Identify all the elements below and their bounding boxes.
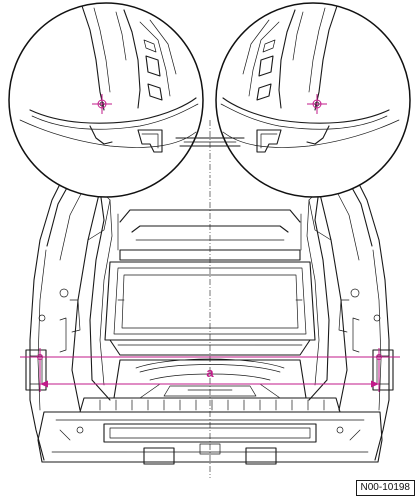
- detail-callout-left: [8, 2, 204, 198]
- detail-callout-right: [215, 2, 411, 198]
- dimension-a: a: [20, 348, 400, 392]
- dimension-label: a: [206, 365, 214, 380]
- vehicle-rear-body: [25, 171, 394, 465]
- figure-id-label: N00-10198: [355, 480, 415, 496]
